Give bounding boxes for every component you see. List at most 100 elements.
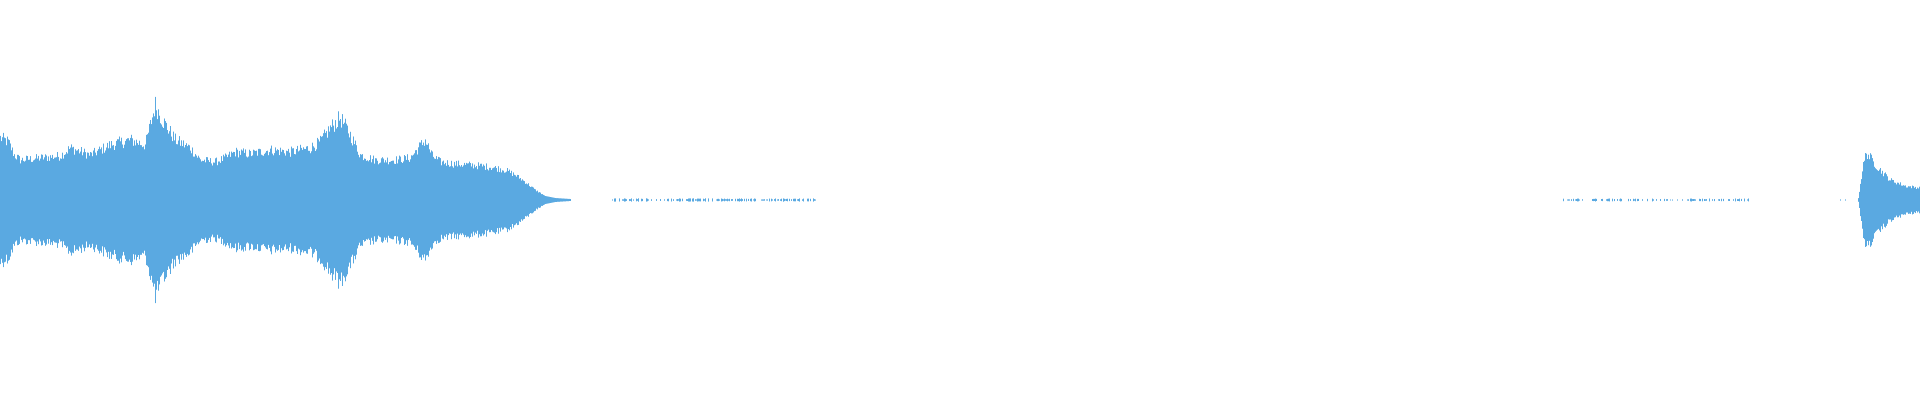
waveform-sample [106, 147, 107, 253]
waveform-sample [523, 180, 524, 220]
waveform-sample [232, 152, 233, 248]
waveform-sample [551, 197, 552, 203]
waveform-sample [169, 131, 170, 269]
waveform-sample [519, 178, 520, 222]
waveform-sample [642, 198, 643, 202]
waveform-sample [1900, 182, 1901, 218]
waveform-sample [155, 96, 156, 304]
waveform-sample [1647, 198, 1648, 202]
waveform-sample [21, 160, 22, 240]
waveform-sample [103, 143, 104, 257]
waveform-sample [565, 198, 566, 202]
waveform-sample [340, 119, 341, 281]
waveform-sample [1889, 180, 1890, 220]
waveform-sample [462, 166, 463, 234]
waveform-sample [732, 199, 733, 201]
waveform-sample [735, 198, 736, 202]
waveform-sample [568, 198, 569, 202]
waveform-sample [1573, 198, 1574, 202]
waveform-sample [396, 156, 397, 244]
waveform-sample [1695, 199, 1696, 201]
waveform-sample [1638, 198, 1639, 201]
waveform-sample [499, 172, 500, 228]
waveform-sample [161, 124, 162, 276]
waveform-sample [451, 160, 452, 240]
waveform-sample [728, 199, 729, 201]
waveform-sample [1594, 198, 1595, 201]
waveform-sample [18, 154, 19, 245]
waveform-sample [218, 161, 219, 239]
waveform-sample [648, 199, 649, 201]
waveform-sample [258, 148, 259, 251]
waveform-sample [46, 155, 47, 245]
waveform-sample [679, 198, 680, 202]
waveform-sample [180, 145, 181, 255]
waveform-sample [299, 150, 300, 250]
waveform-sample [183, 140, 184, 260]
waveform-sample [3, 132, 4, 268]
waveform-sample [364, 158, 365, 242]
waveform-sample [92, 156, 93, 244]
waveform-sample [748, 198, 749, 201]
waveform-sample [1893, 180, 1894, 220]
waveform-sample [371, 162, 372, 238]
waveform-sample [1917, 187, 1918, 213]
waveform-sample [631, 198, 632, 202]
waveform-sample [630, 199, 631, 201]
waveform-sample [192, 147, 193, 253]
waveform-sample [4, 137, 5, 263]
waveform-sample [1714, 199, 1715, 202]
waveform-sample [1859, 191, 1860, 208]
waveform-sample [441, 165, 442, 235]
waveform-sample [112, 145, 113, 255]
waveform-sample [300, 144, 301, 256]
waveform-sample [799, 198, 800, 202]
waveform-sample [1728, 199, 1729, 201]
waveform-sample [387, 157, 388, 243]
waveform-sample [13, 156, 14, 244]
waveform-sample [778, 199, 779, 201]
waveform-sample [26, 155, 27, 245]
waveform-sample [1845, 199, 1846, 201]
waveform-sample [454, 161, 455, 239]
waveform-sample [686, 199, 687, 201]
waveform-sample [249, 149, 250, 251]
waveform-sample [727, 198, 728, 202]
waveform-sample [418, 147, 419, 253]
waveform-sample [1704, 199, 1705, 201]
waveform-sample [336, 128, 337, 272]
waveform-sample [1719, 199, 1720, 201]
waveform-sample [153, 113, 154, 287]
waveform-sample [348, 133, 349, 267]
waveform-sample [204, 159, 205, 241]
waveform-sample [29, 159, 30, 241]
waveform-sample [1682, 199, 1683, 201]
waveform-sample [1882, 170, 1883, 230]
waveform-sample [117, 139, 118, 261]
waveform-sample [93, 150, 94, 250]
waveform-sample [349, 137, 350, 263]
waveform-sample [409, 161, 410, 239]
waveform-sample [1747, 199, 1748, 201]
waveform-sample [430, 152, 431, 248]
waveform-sample [537, 190, 538, 210]
waveform-sample [722, 198, 723, 202]
waveform-sample [527, 184, 528, 216]
waveform-sample [159, 115, 160, 285]
waveform-sample [725, 199, 726, 201]
waveform-sample [228, 154, 229, 246]
waveform-sample [130, 137, 131, 262]
waveform-sample [96, 155, 97, 245]
waveform-sample [1899, 184, 1900, 216]
waveform-sample [814, 199, 815, 201]
waveform-sample [58, 156, 59, 244]
waveform-sample [1738, 199, 1739, 201]
waveform-sample [356, 145, 357, 255]
waveform-sample [12, 147, 13, 253]
waveform-sample [39, 160, 40, 240]
waveform-sample [1918, 188, 1919, 212]
waveform-sample [1881, 173, 1882, 227]
waveform-sample [1741, 198, 1742, 201]
